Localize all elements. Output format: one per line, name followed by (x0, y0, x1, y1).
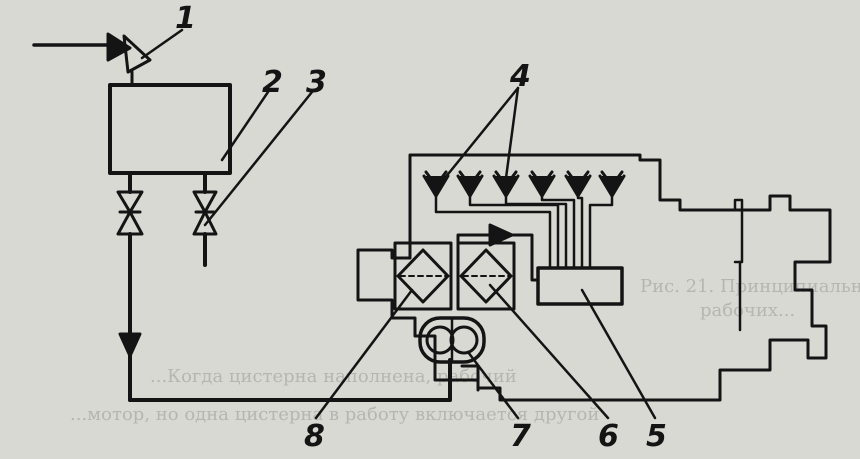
label-5: 5 (646, 419, 667, 454)
leader-3 (203, 90, 314, 227)
injection-pump (536, 266, 624, 306)
bleed-caption-line1: Рис. 21. Принципиальная схема (640, 276, 860, 297)
fine-filter (456, 241, 516, 311)
bleed-caption-line2: рабочих... (700, 300, 795, 321)
flow-direction-arrow (118, 332, 142, 358)
coarse-filter (393, 241, 453, 311)
filter-to-pump-line (456, 233, 492, 245)
label-4: 4 (509, 59, 531, 94)
leader-6 (488, 283, 610, 420)
callout-labels: 1 2 3 4 5 6 7 8 (175, 1, 667, 454)
filler-nozzle (32, 32, 152, 87)
leader-5 (580, 288, 657, 420)
feed-pump (418, 316, 486, 364)
injector-3 (492, 170, 520, 198)
bleed-paragraph-line1: ...Когда цистерна наполнена, рабочий (150, 366, 517, 387)
leader-1 (140, 28, 184, 60)
bleed-through-text: Рис. 21. Принципиальная схема рабочих...… (70, 276, 860, 425)
leader-lines (140, 28, 657, 420)
high-pressure-lines (434, 194, 614, 270)
drain-valve (192, 171, 218, 267)
fuel-tank (108, 83, 232, 175)
pump-feed-line (510, 233, 540, 282)
leader-2 (220, 90, 270, 162)
label-6: 6 (598, 419, 619, 454)
leader-4b (504, 86, 520, 180)
label-7: 7 (510, 419, 531, 454)
leader-8 (314, 288, 414, 420)
engine-outline (356, 153, 832, 402)
supply-pipe-bottom (128, 358, 452, 402)
label-3: 3 (306, 65, 327, 100)
label-8: 8 (304, 419, 325, 454)
label-2: 2 (262, 65, 283, 100)
leader-4a (438, 86, 520, 186)
leader-7 (466, 350, 520, 420)
label-1: 1 (175, 1, 196, 36)
bleed-paragraph-line2: ...мотор, но одна цистерна в работу вклю… (70, 404, 599, 425)
flow-arrow-to-pump (488, 223, 514, 247)
